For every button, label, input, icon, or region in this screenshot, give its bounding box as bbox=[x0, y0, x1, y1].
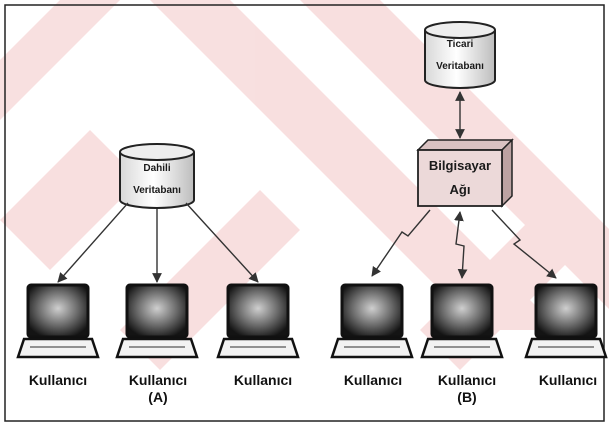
network-label: Bilgisayar Ağı bbox=[418, 154, 502, 202]
database-a-line2: Veritabanı bbox=[133, 185, 181, 196]
network-line2: Ağı bbox=[449, 182, 471, 197]
arrow-a-right bbox=[185, 202, 259, 283]
database-cylinder-icon bbox=[424, 21, 496, 89]
laptop-icon bbox=[420, 283, 504, 359]
database-a-line1: Dahili bbox=[143, 163, 171, 174]
database-b-label: Ticari Veritabanı bbox=[425, 34, 495, 78]
laptop-icon bbox=[524, 283, 608, 359]
database-b-line2: Veritabanı bbox=[436, 61, 484, 72]
laptop-icon bbox=[115, 283, 199, 359]
network-line1: Bilgisayar bbox=[428, 158, 492, 173]
arrow-a-left bbox=[57, 202, 129, 283]
watermark-stripes bbox=[0, 0, 609, 370]
user-label-b3: Kullanıcı bbox=[538, 372, 598, 388]
network-box-icon bbox=[416, 138, 514, 208]
laptop-icon bbox=[16, 283, 100, 359]
user-label-a1: Kullanıcı bbox=[28, 372, 88, 388]
user-label-b1: Kullanıcı bbox=[343, 372, 403, 388]
outer-frame bbox=[4, 4, 605, 422]
lightning-link-icon bbox=[371, 209, 557, 279]
database-b-line1: Ticari bbox=[446, 39, 474, 50]
user-label-a3: Kullanıcı bbox=[233, 372, 293, 388]
laptop-icon bbox=[330, 283, 414, 359]
panel-b-label: (B) bbox=[457, 389, 477, 405]
user-label-b2: Kullanıcı bbox=[437, 372, 497, 388]
user-label-a2: Kullanıcı bbox=[128, 372, 188, 388]
panel-a-label: (A) bbox=[148, 389, 168, 405]
laptop-icon bbox=[216, 283, 300, 359]
database-cylinder-icon bbox=[119, 143, 195, 209]
database-a-label: Dahili Veritabanı bbox=[120, 158, 194, 202]
